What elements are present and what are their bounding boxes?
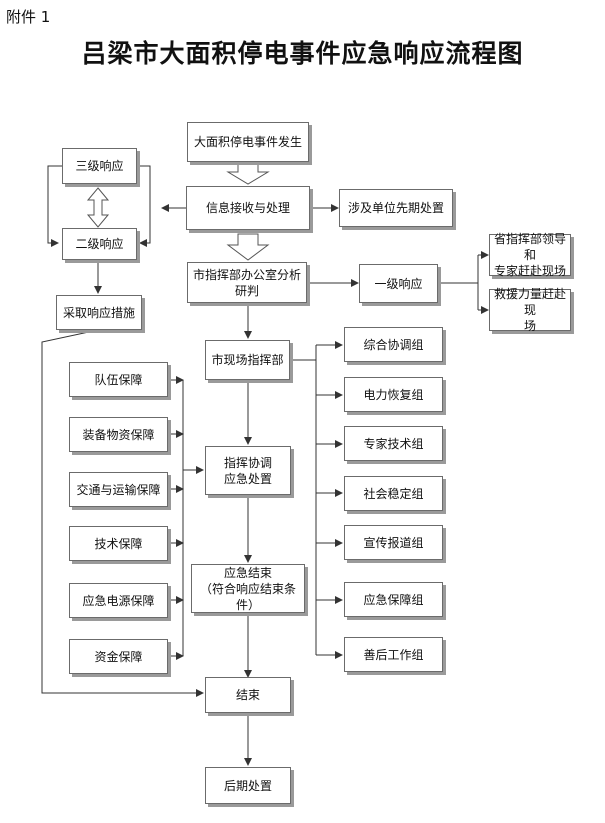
group-item: 综合协调组: [344, 327, 443, 362]
block-arrow-info-to-analysis: [226, 233, 270, 261]
node-event-occurs: 大面积停电事件发生: [187, 122, 309, 162]
node-site-command: 市现场指挥部: [205, 340, 290, 380]
node-level3: 三级响应: [62, 148, 137, 184]
group-item: 社会稳定组: [344, 476, 443, 511]
support-item: 队伍保障: [69, 362, 168, 397]
node-finish: 结束: [205, 677, 291, 713]
bracket-right-levels: [137, 165, 151, 247]
group-item: 善后工作组: [344, 637, 443, 672]
attachment-label: 附件 1: [6, 8, 51, 26]
support-item: 交通与运输保障: [69, 472, 168, 507]
bracket-left-levels: [47, 165, 62, 247]
support-item: 应急电源保障: [69, 583, 168, 618]
double-arrow-level3-level2: [86, 187, 110, 228]
node-rescue-force: 救援力量赶赴现 场: [489, 287, 571, 333]
node-response-end: 应急结束 （符合响应结束条件）: [191, 564, 305, 613]
page-title: 吕梁市大面积停电事件应急响应流程图: [81, 39, 524, 68]
support-item: 技术保障: [69, 526, 168, 561]
connector-measures-finish: [41, 329, 204, 697]
node-provincial-leader: 省指挥部领导和 专家赶赴现场: [489, 232, 571, 278]
support-item: 资金保障: [69, 639, 168, 674]
node-info-receive: 信息接收与处理: [186, 186, 310, 230]
node-command-coord: 指挥协调 应急处置: [205, 446, 291, 495]
node-level1: 一级响应: [359, 264, 438, 303]
group-item: 专家技术组: [344, 426, 443, 461]
group-item: 应急保障组: [344, 582, 443, 617]
support-item: 装备物资保障: [69, 417, 168, 452]
node-aftermath: 后期处置: [205, 767, 291, 804]
node-take-measures: 采取响应措施: [56, 295, 142, 330]
group-item: 宣传报道组: [344, 525, 443, 560]
group-item: 电力恢复组: [344, 377, 443, 412]
node-office-analysis: 市指挥部办公室分析研判: [187, 262, 307, 303]
block-arrow-event-to-info: [226, 161, 270, 185]
node-unit-initial: 涉及单位先期处置: [339, 189, 453, 227]
node-level2: 二级响应: [62, 228, 137, 260]
